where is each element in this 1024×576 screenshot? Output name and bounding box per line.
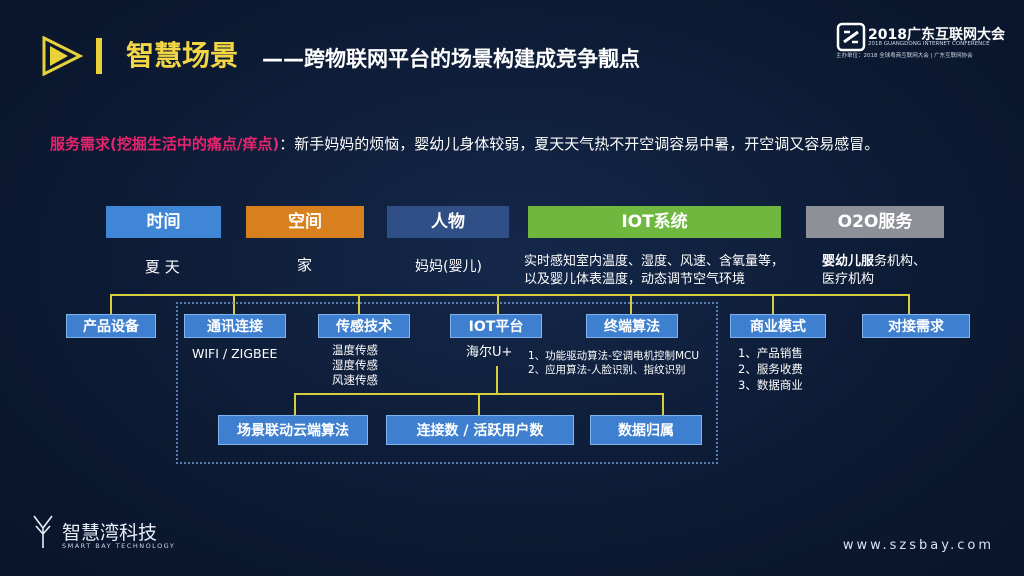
service-need-text: ：新手妈妈的烦恼，婴幼儿身体较弱，夏天天气热不开空调容易中暑，开空调又容易感冒。 <box>279 135 880 153</box>
brand-tree-icon <box>33 515 53 548</box>
category-iot-text: 实时感知室内温度、湿度、风速、含氧量等， 以及婴儿体表温度，动态调节空气环境 <box>524 254 785 287</box>
conference-host: 主办单位：2018 全球粤商互联网大会 | 广东互联网协会 <box>836 53 973 59</box>
service-need-label: 服务需求(挖掘生活中的痛点/痒点) <box>50 135 280 153</box>
service-need: 服务需求(挖掘生活中的痛点/痒点)：新手妈妈的烦恼，婴幼儿身体较弱，夏天天气热不… <box>50 134 879 154</box>
iot-platform-detail: 海尔U+ <box>466 345 513 360</box>
node-scene-cloud-algorithm: 场景联动云端算法 <box>218 415 368 445</box>
connector-comm <box>233 294 235 314</box>
category-space: 空间 <box>246 206 364 238</box>
sensing-detail-1: 温度传感 <box>332 343 378 357</box>
node-sensing: 传感技术 <box>318 314 410 338</box>
business-detail-3: 3、数据商业 <box>738 378 803 392</box>
category-space-text: 家 <box>297 256 313 274</box>
lower-stem-line <box>496 366 498 394</box>
terminal-detail-2: 2、应用算法-人脸识别、指纹识别 <box>528 364 686 376</box>
sensing-detail-3: 风速传感 <box>332 373 378 387</box>
connector-sensing <box>358 294 360 314</box>
node-docking-need: 对接需求 <box>862 314 970 338</box>
connector-docking <box>908 294 910 314</box>
category-o2o-text-rest: 务机构、 医疗机构 <box>822 254 927 287</box>
business-detail-2: 2、服务收费 <box>738 362 803 376</box>
connector-business <box>772 294 774 314</box>
title-divider <box>96 38 102 74</box>
brand-english: SMART BAY TECHNOLOGY <box>62 542 176 550</box>
terminal-detail-1: 1、功能驱动算法-空调电机控制MCU <box>528 350 700 362</box>
category-time: 时间 <box>106 206 221 238</box>
node-iot-platform: IOT平台 <box>450 314 542 338</box>
connector-scene-cloud <box>294 393 296 415</box>
connector-data-owner <box>662 393 664 415</box>
category-person: 人物 <box>387 206 509 238</box>
node-business-model: 商业模式 <box>730 314 826 338</box>
sensing-detail-2: 湿度传感 <box>332 358 378 372</box>
category-o2o-service: O2O服务 <box>806 206 944 238</box>
conference-english: 2018 GUANGDONG INTERNET CONFERENCE <box>868 41 990 47</box>
category-iot-system: IOT系统 <box>528 206 781 238</box>
connector-iot-platform <box>497 294 499 314</box>
node-data-ownership: 数据归属 <box>590 415 702 445</box>
node-connections-active-users: 连接数 / 活跃用户数 <box>386 415 574 445</box>
page-subtitle: ——跨物联网平台的场景构建成竞争靓点 <box>262 47 640 71</box>
connector-connections <box>478 393 480 415</box>
node-communication: 通讯连接 <box>184 314 286 338</box>
node-product-device: 产品设备 <box>66 314 156 338</box>
category-o2o-text-bold: 婴幼儿服 <box>822 254 875 269</box>
comm-detail: WIFI / ZIGBEE <box>192 346 278 361</box>
brand-name: 智慧湾科技 <box>62 522 158 544</box>
category-person-text: 妈妈(婴儿) <box>415 259 482 275</box>
connector-product <box>110 294 112 314</box>
conference-logo: 2018广东互联网大会 2018 GUANGDONG INTERNET CONF… <box>836 22 1005 62</box>
website-url[interactable]: www.szsbay.com <box>842 538 994 553</box>
platform-dotted-frame <box>176 302 718 464</box>
main-horizontal-line <box>110 294 910 296</box>
page-title: 智慧场景 <box>126 39 239 72</box>
category-time-text: 夏 天 <box>145 258 180 276</box>
category-o2o-text: 婴幼儿服务机构、 医疗机构 <box>822 253 926 289</box>
conference-name: 2018广东互联网大会 <box>868 27 1005 43</box>
play-triangle-icon <box>42 36 84 76</box>
node-terminal-algorithm: 终端算法 <box>586 314 678 338</box>
conference-logo-icon <box>836 22 866 52</box>
connector-terminal <box>630 294 632 314</box>
business-detail-1: 1、产品销售 <box>738 346 803 360</box>
